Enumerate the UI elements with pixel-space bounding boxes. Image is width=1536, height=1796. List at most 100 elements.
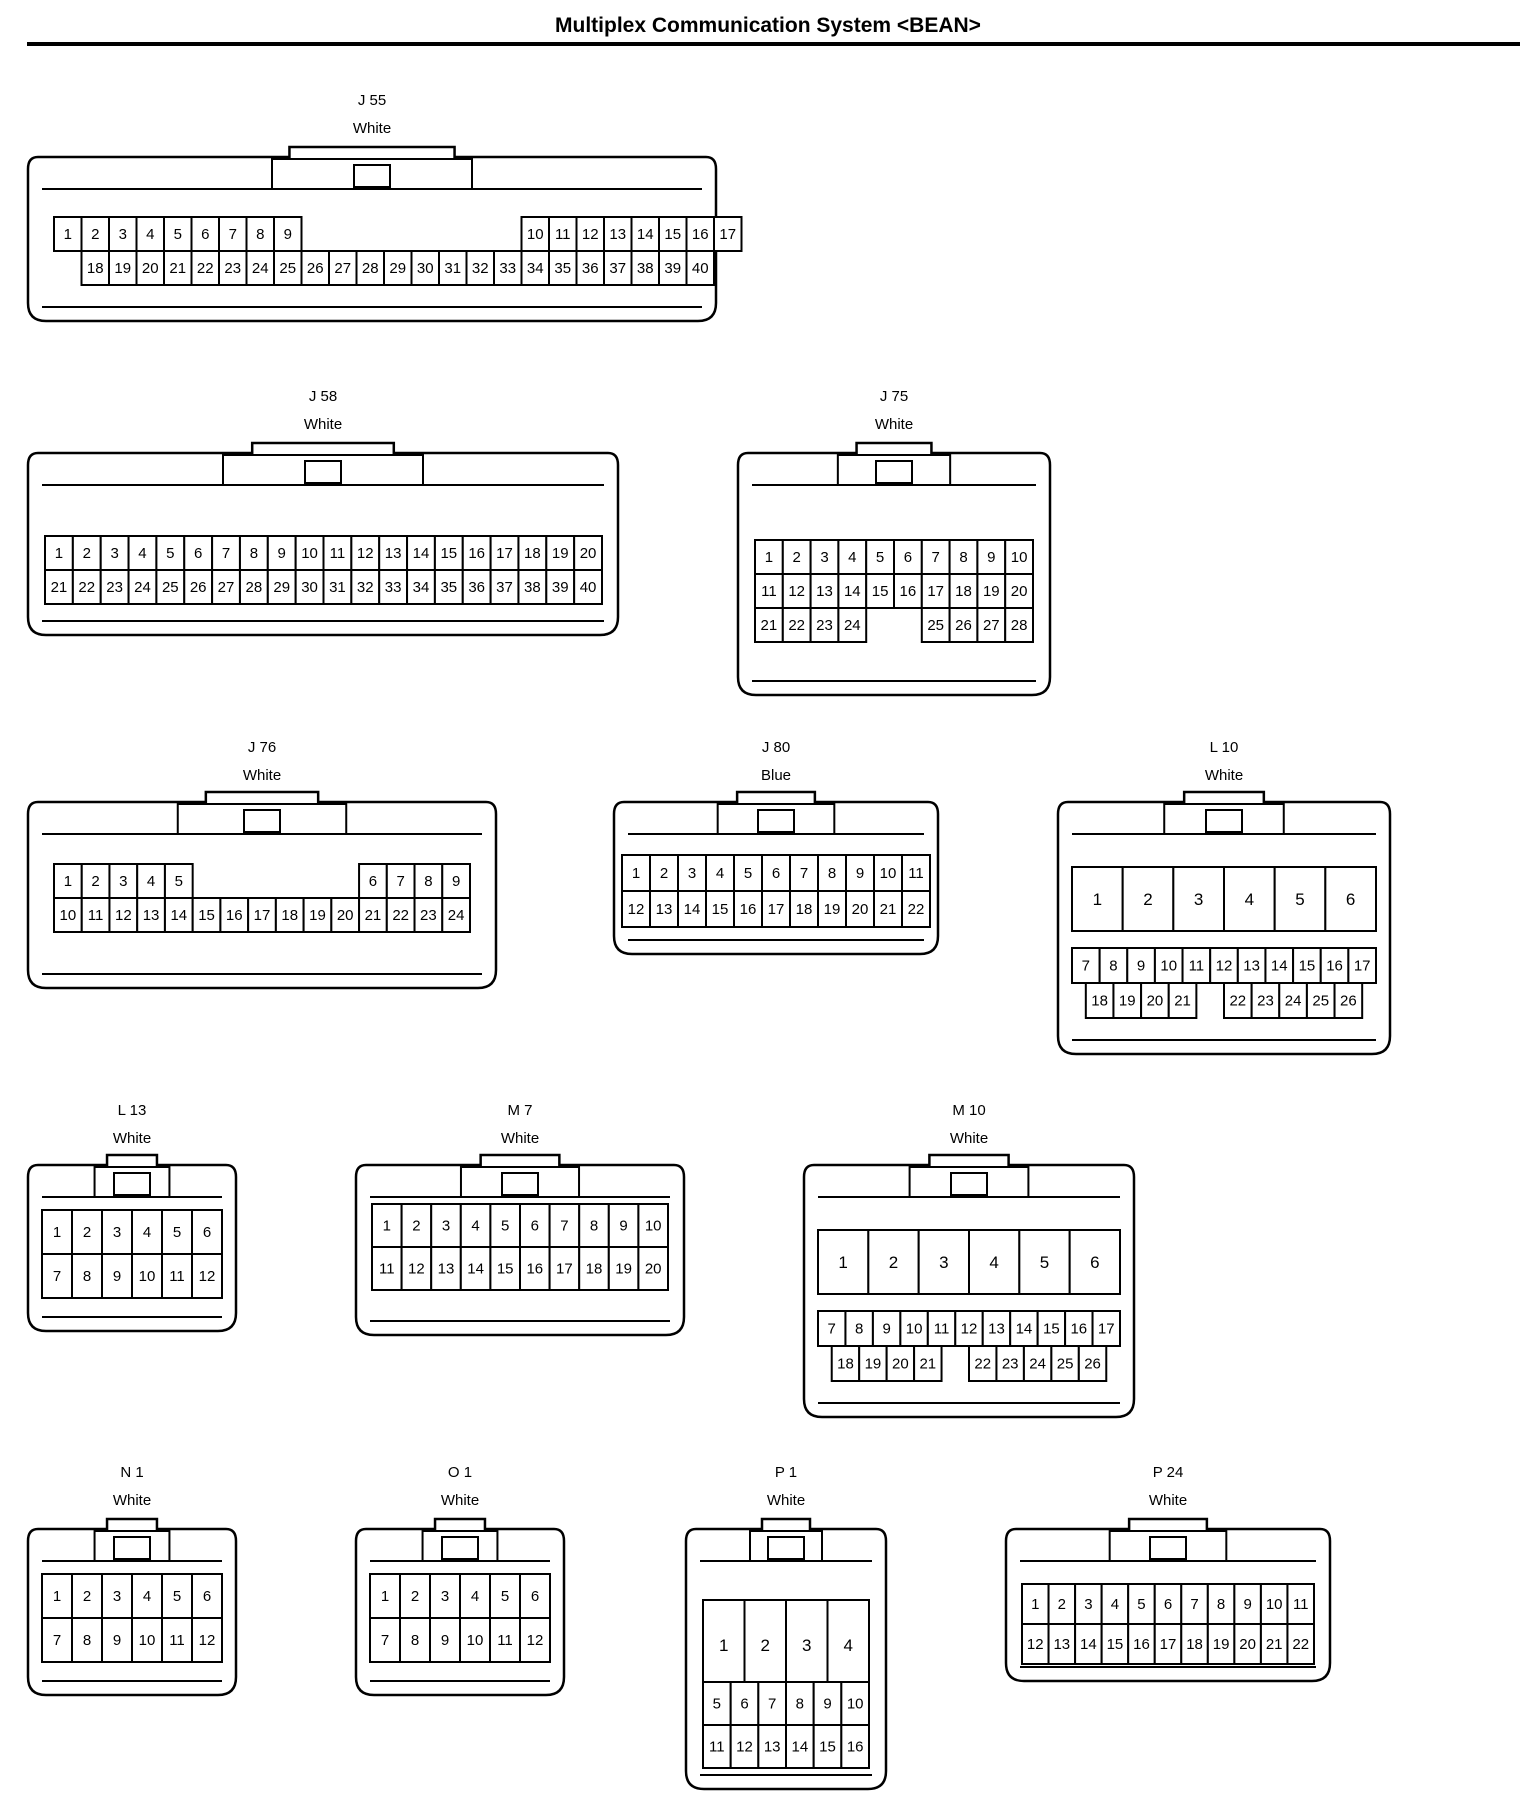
pin-number: 3 [688, 865, 696, 882]
pin-cell [1167, 982, 1198, 1019]
pin-number: 17 [768, 901, 785, 918]
pin-number: 19 [824, 901, 841, 918]
pin-number: 23 [1257, 993, 1274, 1010]
pin-cell [548, 250, 578, 286]
pin-cell [191, 1617, 223, 1663]
pin-number: 17 [496, 545, 513, 562]
pin-number: 20 [1147, 993, 1164, 1010]
pin-cell [369, 1617, 401, 1663]
pin-cell [705, 890, 735, 928]
pin-cell [302, 897, 333, 933]
pin-number: 19 [114, 260, 131, 277]
pin-number: 11 [497, 1632, 513, 1649]
pin-number: 28 [362, 260, 379, 277]
pin-number: 7 [932, 549, 940, 566]
pin-number: 13 [385, 545, 402, 562]
pin-cell [913, 1345, 943, 1382]
pin-number: 1 [55, 545, 63, 562]
pin-number: 1 [64, 226, 72, 243]
pin-number: 10 [906, 1321, 923, 1338]
pin-number: 4 [147, 873, 155, 890]
pin-cell [761, 854, 791, 892]
pin-cell [789, 854, 819, 892]
pin-number: 34 [527, 260, 544, 277]
lock-tab [93, 1530, 171, 1562]
pin-number: 15 [1107, 1636, 1124, 1653]
pin-number: 15 [1043, 1321, 1060, 1338]
pin-cell [300, 250, 330, 286]
pin-number: 2 [761, 1636, 770, 1655]
connector-id-label: P 24 [1153, 1464, 1184, 1481]
pin-number: 32 [357, 579, 374, 596]
pin-number: 16 [847, 1739, 864, 1756]
pin-cell [1004, 539, 1035, 575]
lock-latch [1205, 809, 1243, 833]
pin-cell [1333, 982, 1364, 1019]
pin-number: 12 [736, 1739, 753, 1756]
pin-number: 1 [838, 1253, 847, 1272]
pin-number: 4 [471, 1218, 479, 1235]
pin-number: 13 [1243, 958, 1260, 975]
pin-number: 2 [889, 1253, 898, 1272]
pin-number: 36 [468, 579, 485, 596]
pin-number: 12 [628, 901, 645, 918]
pin-cell [127, 535, 158, 571]
connector-id-label: O 1 [448, 1464, 472, 1481]
pin-number: 8 [1217, 1596, 1225, 1613]
pin-cell [1077, 1345, 1108, 1382]
pin-cell [1206, 1583, 1236, 1625]
pin-number: 11 [169, 1268, 185, 1285]
pin-number: 10 [527, 226, 544, 243]
pin-number: 10 [880, 865, 897, 882]
pin-number: 8 [796, 1696, 804, 1713]
pin-number: 18 [955, 583, 972, 600]
pin-number: 4 [844, 1636, 853, 1655]
pin-cell [844, 1310, 874, 1347]
pin-number: 9 [882, 1321, 890, 1338]
pin-number: 6 [203, 1224, 211, 1241]
pin-cell [545, 569, 576, 605]
pin-number: 25 [927, 617, 944, 634]
pin-number: 37 [609, 260, 626, 277]
lock-latch [767, 1536, 805, 1560]
pin-number: 11 [709, 1739, 725, 1756]
pin-number: 7 [396, 873, 404, 890]
pin-number: 3 [802, 1636, 811, 1655]
pin-number: 15 [440, 545, 457, 562]
pin-number: 3 [110, 545, 118, 562]
pin-number: 25 [1312, 993, 1329, 1010]
pin-number: 38 [524, 579, 541, 596]
pin-cell [1004, 607, 1035, 643]
pin-cell [630, 250, 660, 286]
pin-cell [757, 1724, 787, 1769]
pin-cell [1206, 1623, 1236, 1665]
lock-tab [271, 158, 473, 190]
connector-id-label: M 7 [507, 1102, 532, 1119]
pin-cell [191, 1573, 223, 1619]
pin-number: 29 [389, 260, 406, 277]
pin-cell [459, 1617, 491, 1663]
pin-number: 10 [139, 1632, 156, 1649]
pin-number: 8 [256, 226, 264, 243]
pin-cell [218, 250, 248, 286]
pin-cell [817, 1229, 870, 1295]
pin-cell [1233, 1583, 1262, 1625]
pin-number: 7 [229, 226, 237, 243]
pin-cell [399, 1617, 431, 1663]
pin-number: 39 [552, 579, 569, 596]
pin-number: 6 [194, 545, 202, 562]
pin-cell [893, 573, 923, 609]
title-divider [27, 42, 1520, 46]
pin-number: 12 [961, 1321, 978, 1338]
pin-number: 7 [53, 1632, 61, 1649]
pin-cell [1259, 1623, 1289, 1665]
pin-number: 3 [1084, 1596, 1092, 1613]
pin-number: 24 [1285, 993, 1302, 1010]
